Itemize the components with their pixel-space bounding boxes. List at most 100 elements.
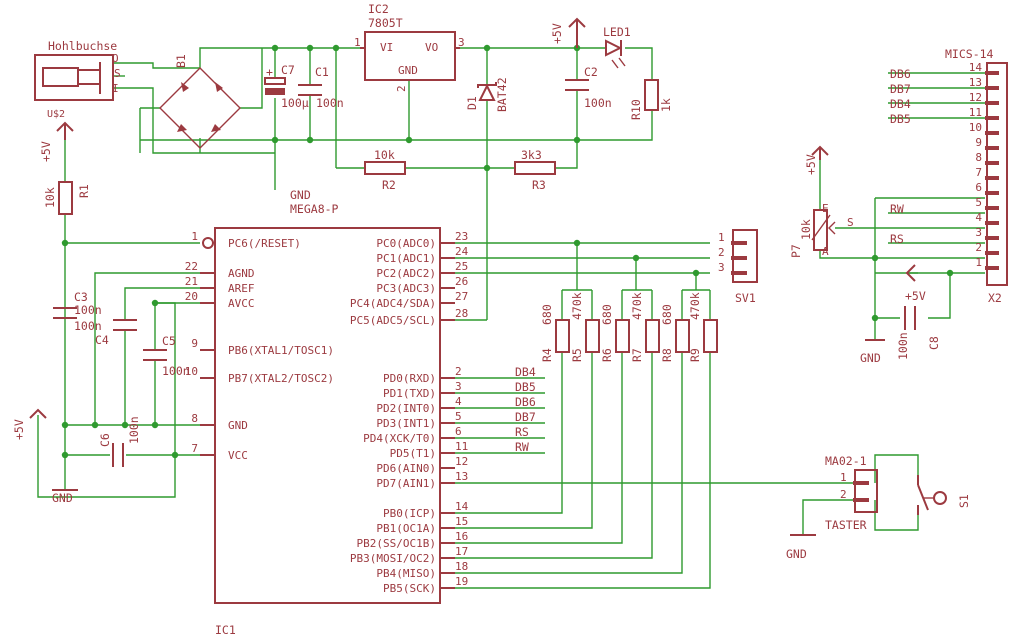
capacitor-c1: C1 100n — [298, 65, 344, 110]
x2-pin-body — [985, 251, 999, 255]
svg-text:GND: GND — [52, 491, 73, 505]
resistor-r1: 10k R1 — [43, 181, 91, 215]
capacitor-c5: C5 100n — [143, 334, 190, 378]
svg-text:C1: C1 — [315, 65, 329, 79]
ic1-pin-number: 10 — [185, 365, 198, 378]
ic1-pin-label: PC5(ADC5/SCL) — [350, 314, 436, 327]
ic1-label: IC1 — [215, 623, 236, 637]
x2-pin-body — [985, 236, 999, 240]
svg-text:DB4: DB4 — [515, 365, 536, 379]
potentiometer-p7: +5V P7 10k E A S — [789, 145, 854, 258]
svg-text:GND: GND — [290, 188, 311, 202]
ic1-pin-label: PD6(AIN0) — [376, 462, 436, 475]
x2-pin-number: 5 — [975, 196, 982, 209]
pd-net-labels: DB4 DB5 DB6 DB7 RS RW — [515, 365, 536, 454]
hohlbuchse-label: Hohlbuchse — [48, 39, 117, 53]
svg-text:S: S — [847, 216, 854, 229]
capacitor-c7: + C7 100µ — [264, 63, 309, 110]
ic1-pin-label: GND — [228, 419, 248, 432]
svg-text:RW: RW — [515, 440, 529, 454]
ic1-pin-number: 24 — [455, 245, 469, 258]
ic1-pin-label: PB2(SS/OC1B) — [357, 537, 436, 550]
x2-pin-number: 14 — [969, 61, 983, 74]
x2-pin-number: 1 — [975, 256, 982, 269]
vcc-symbol-top: +5V — [550, 17, 586, 48]
svg-text:R10: R10 — [629, 99, 643, 120]
x2-pin-number: 3 — [975, 226, 982, 239]
svg-text:R9: R9 — [688, 348, 702, 362]
ic1-pin-number: 13 — [455, 470, 468, 483]
ic1-pin-label: PC1(ADC1) — [376, 252, 436, 265]
x2-pin-number: 12 — [969, 91, 982, 104]
svg-text:470k: 470k — [688, 292, 702, 320]
svg-text:MA02-1: MA02-1 — [825, 454, 867, 468]
ic1-right-pins: 23PC0(ADC0)24PC1(ADC1)25PC2(ADC2)26PC3(A… — [350, 230, 469, 595]
svg-text:RS: RS — [890, 232, 904, 246]
svg-text:VI: VI — [380, 41, 393, 54]
svg-text:R8: R8 — [660, 348, 674, 362]
svg-text:100n: 100n — [584, 96, 612, 110]
svg-text:RW: RW — [890, 202, 904, 216]
svg-text:1: 1 — [718, 231, 725, 244]
wires — [37, 47, 985, 589]
ic1-pin-number: 9 — [191, 337, 198, 350]
ic1-pin-number: 8 — [191, 412, 198, 425]
svg-text:R2: R2 — [382, 178, 396, 192]
x2-pin-body — [985, 131, 999, 135]
svg-text:100n: 100n — [74, 319, 102, 333]
svg-text:2: 2 — [718, 246, 725, 259]
hohlbuchse-jack: Hohlbuchse U$2 O S I — [34, 39, 121, 120]
ic1-pin-number: 22 — [185, 260, 198, 273]
svg-text:GND: GND — [860, 351, 881, 365]
svg-text:GND: GND — [398, 64, 418, 77]
vcc-symbol-left: +5V — [39, 121, 74, 162]
svg-text:C6: C6 — [98, 433, 112, 447]
capacitor-c8: 100n C8 — [896, 306, 941, 360]
ic1-pin-label: PC3(ADC3) — [376, 282, 436, 295]
svg-text:P7: P7 — [789, 244, 803, 258]
capacitor-c3: C3 100n — [53, 290, 102, 319]
svg-text:100n: 100n — [127, 416, 141, 444]
x2-pin-number: 9 — [975, 136, 982, 149]
junctions — [61, 44, 954, 459]
x2-pin-body — [985, 161, 999, 165]
microcontroller-ic1: IC1 1PC6(/RESET)22AGND21AREF20AVCC9PB6(X… — [185, 227, 469, 637]
ic1-pin-number: 3 — [455, 380, 462, 393]
regulator-ic2: IC2 7805T VI VO GND 1 3 2 — [354, 2, 465, 92]
ic1-pin-number: 1 — [191, 230, 198, 243]
svg-text:R1: R1 — [77, 184, 91, 198]
ic1-pin-label: PD1(TXD) — [383, 387, 436, 400]
x2-pin-number: 7 — [975, 166, 982, 179]
ic1-pin-number: 7 — [191, 442, 198, 455]
ic1-pin-label: PC6(/RESET) — [228, 237, 301, 250]
bridge-rectifier-b1: B1 — [159, 54, 241, 149]
svg-text:R4: R4 — [540, 348, 554, 362]
svg-text:470k: 470k — [630, 292, 644, 320]
ic1-pin-label: PC2(ADC2) — [376, 267, 436, 280]
svg-text:680: 680 — [600, 304, 614, 325]
gnd-symbol-bottom-left: GND — [52, 489, 78, 505]
gnd-label-top: GND MEGA8-P — [290, 188, 339, 216]
x2-pin-body — [985, 221, 999, 225]
ic1-left-pins: 1PC6(/RESET)22AGND21AREF20AVCC9PB6(XTAL1… — [185, 230, 334, 462]
svg-text:DB4: DB4 — [890, 97, 911, 111]
ic1-pin-number: 19 — [455, 575, 468, 588]
x2-pin-body — [985, 71, 999, 75]
svg-text:+5V: +5V — [804, 154, 818, 175]
x2-pin-body — [985, 206, 999, 210]
ic1-pin-number: 11 — [455, 440, 468, 453]
capacitor-c2: C2 100n — [565, 65, 612, 110]
ic1-pin-label: PB7(XTAL2/TOSC2) — [228, 372, 334, 385]
svg-text:C4: C4 — [95, 333, 109, 347]
svg-text:100n: 100n — [896, 332, 910, 360]
svg-text:2: 2 — [395, 85, 408, 92]
svg-text:S1: S1 — [957, 494, 971, 508]
ic1-pin-label: PC0(ADC0) — [376, 237, 436, 250]
svg-text:C3: C3 — [74, 290, 88, 304]
svg-text:+: + — [266, 65, 273, 79]
svg-text:1: 1 — [840, 471, 847, 484]
jack-pin-i: I — [112, 82, 119, 95]
ic1-pin-label: PB1(OC1A) — [376, 522, 436, 535]
